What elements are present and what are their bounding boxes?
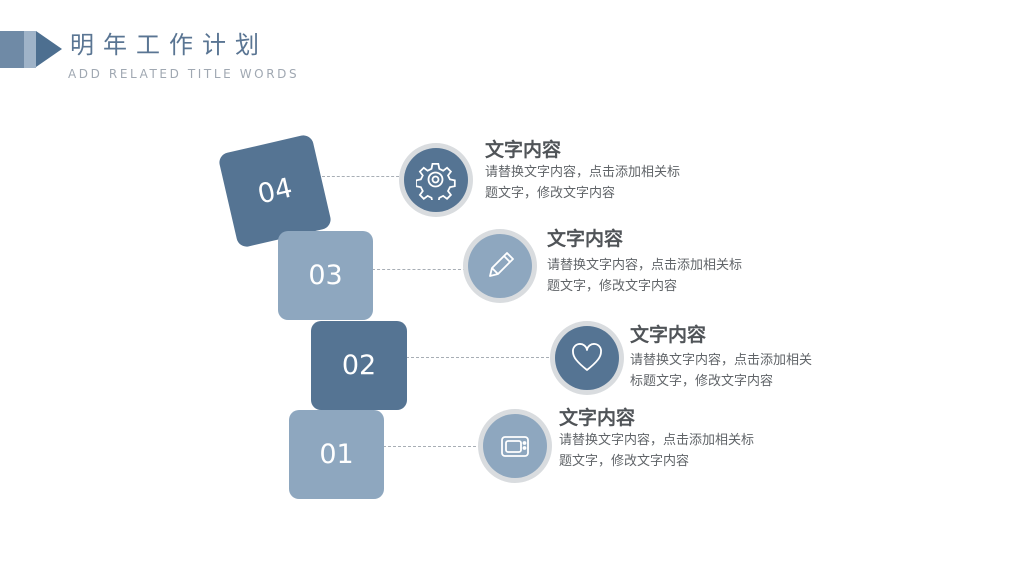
icon-circle-02	[550, 321, 624, 395]
pencil-icon	[489, 252, 514, 277]
item-title: 文字内容	[559, 407, 636, 429]
header-accent-stripe	[24, 31, 36, 68]
heart-icon	[572, 343, 602, 371]
step-tile-02: 02	[311, 321, 407, 410]
item-desc-line2: 题文字，修改文字内容	[485, 186, 616, 201]
item-desc-line1: 请替换文字内容，点击添加相关	[630, 353, 813, 368]
step-number: 03	[308, 260, 343, 291]
page-title: 明年工作计划	[70, 31, 268, 59]
item-title: 文字内容	[547, 228, 624, 250]
item-text-03: 文字内容 请替换文字内容，点击添加相关标 题文字，修改文字内容	[547, 227, 742, 297]
item-desc-line1: 请替换文字内容，点击添加相关标	[547, 258, 743, 273]
page-subtitle: ADD RELATED TITLE WORDS	[68, 67, 300, 81]
icon-circle-03	[463, 229, 537, 303]
step-number: 04	[254, 172, 296, 210]
item-text-04: 文字内容 请替换文字内容，点击添加相关标 题文字，修改文字内容	[485, 138, 680, 204]
connector-line-04	[322, 176, 404, 177]
item-desc-line2: 题文字，修改文字内容	[559, 454, 690, 469]
item-desc-line2: 题文字，修改文字内容	[547, 279, 678, 294]
tv-icon	[501, 436, 529, 457]
item-text-02: 文字内容 请替换文字内容，点击添加相关 标题文字，修改文字内容	[630, 323, 812, 392]
item-desc-line1: 请替换文字内容，点击添加相关标	[559, 433, 755, 448]
icon-circle-04	[399, 143, 473, 217]
icon-circle-01	[478, 409, 552, 483]
connector-line-03	[372, 269, 466, 270]
header-arrow-icon	[36, 31, 62, 67]
step-number: 01	[319, 439, 354, 470]
item-text-01: 文字内容 请替换文字内容，点击添加相关标 题文字，修改文字内容	[559, 406, 754, 472]
item-desc-line2: 标题文字，修改文字内容	[630, 374, 774, 389]
step-tile-03: 03	[278, 231, 373, 320]
gear-icon	[416, 163, 456, 200]
step-tile-01: 01	[289, 410, 384, 499]
connector-line-01	[383, 446, 481, 447]
item-title: 文字内容	[630, 324, 707, 346]
step-number: 02	[341, 350, 377, 381]
item-title: 文字内容	[485, 139, 562, 161]
connector-line-02	[406, 357, 554, 358]
item-desc-line1: 请替换文字内容，点击添加相关标	[485, 165, 681, 180]
